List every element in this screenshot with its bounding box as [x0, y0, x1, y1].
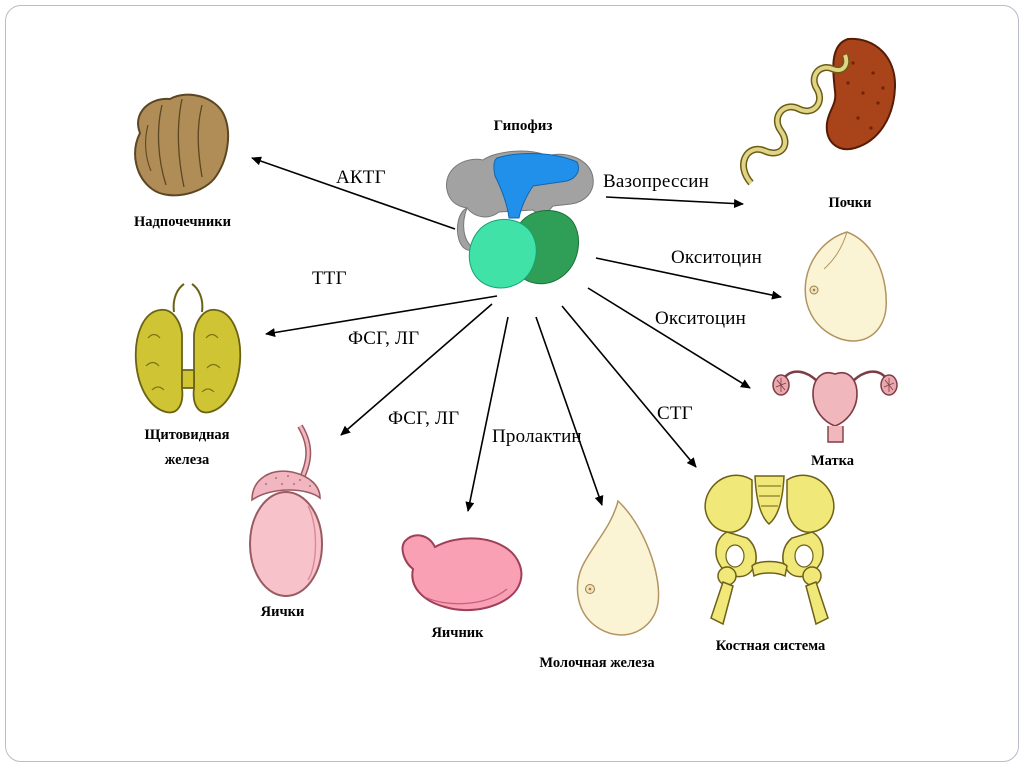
adrenals-label: Надпочечники — [134, 214, 231, 230]
uterus-label: Матка — [810, 453, 855, 469]
mammary-illustration — [560, 497, 665, 652]
kidneys-label: Почки — [828, 195, 872, 211]
kidneys-illustration — [733, 33, 908, 213]
hormone-label-fsg-lg-ovary: ФСГ, ЛГ — [388, 408, 460, 429]
arrow-to-adrenals — [251, 156, 456, 230]
hormone-label-fsg-lg-testes: ФСГ, ЛГ — [348, 328, 420, 349]
hormone-label-ttg: ТТГ — [312, 268, 347, 289]
arrow-to-uterus — [587, 287, 751, 389]
pituitary-illustration — [435, 146, 605, 296]
mammary-label: Молочная железа — [539, 655, 655, 671]
arrow-to-kidneys — [605, 196, 744, 209]
hormone-label-vazopressin: Вазопрессин — [603, 171, 709, 192]
pituitary-label: Гипофиз — [493, 118, 553, 134]
hormone-label-prolaktin: Пролактин — [492, 426, 582, 447]
arrow-to-mammary — [535, 316, 604, 506]
adrenals-illustration — [118, 85, 243, 210]
ovary-illustration — [395, 527, 530, 619]
thyroid-illustration — [122, 282, 254, 424]
skeletal-label: Костная система — [715, 638, 826, 654]
thyroid-label-line2: железа — [164, 452, 210, 469]
hormone-label-oksitocin-uterus: Окситоцин — [655, 308, 746, 329]
arrow-to-right-breast — [595, 257, 782, 300]
arrow-to-ovary — [465, 316, 509, 512]
arrow-to-testes — [340, 303, 493, 436]
thyroid-label-line1: Щитовидная — [144, 427, 230, 443]
ovary-label: Яичник — [431, 625, 484, 641]
hormone-label-stg: СТГ — [657, 403, 693, 424]
arrow-to-thyroid — [265, 295, 498, 337]
right-breast-illustration — [792, 228, 892, 350]
thyroid-label: Щитовидная железа — [108, 423, 266, 474]
testes-label: Яички — [260, 604, 305, 620]
skeletal-illustration — [697, 458, 842, 630]
hormone-label-oksitocin-breast: Окситоцин — [671, 247, 762, 268]
testes-illustration — [238, 422, 343, 600]
arrow-to-skeletal — [561, 305, 697, 468]
hormone-label-aktg: АКТГ — [336, 167, 386, 188]
uterus-illustration — [768, 352, 903, 447]
